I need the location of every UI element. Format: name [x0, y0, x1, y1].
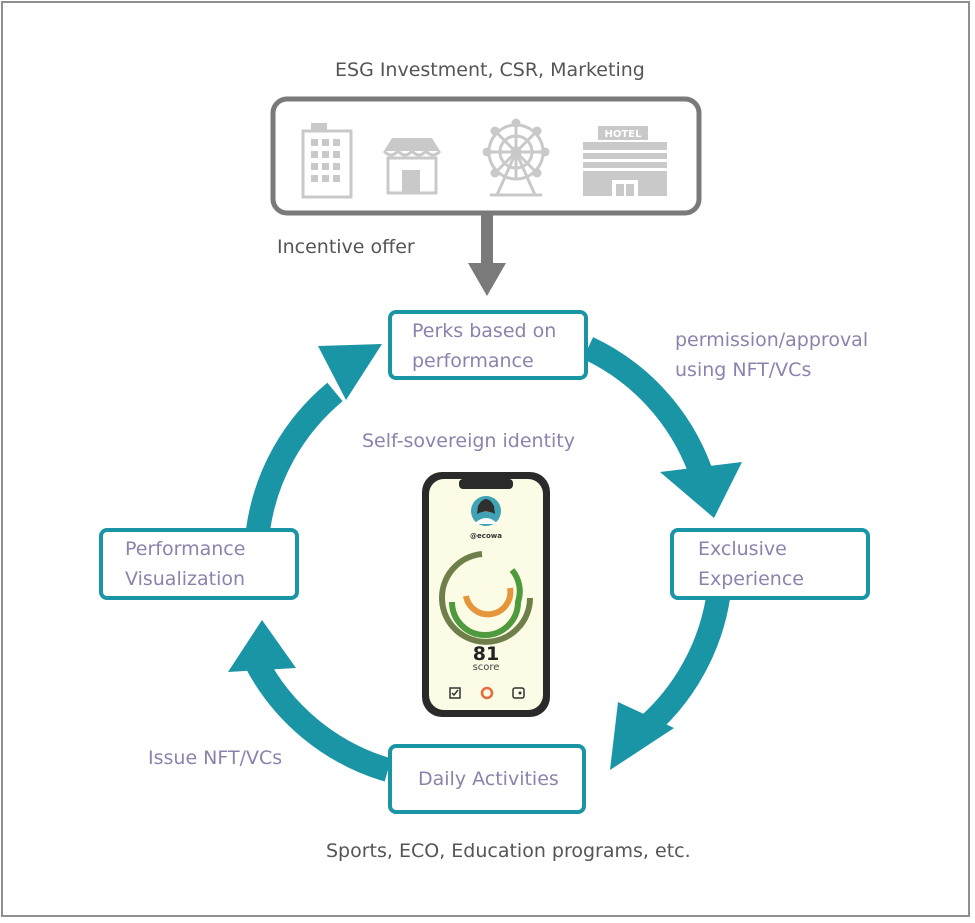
phone-username: @ecowa: [470, 532, 502, 540]
arrowhead-exclusive: [660, 462, 742, 518]
node-perks-line2: performance: [412, 350, 534, 372]
bottom-label: Sports, ECO, Education programs, etc.: [326, 840, 691, 862]
center-label: Self-sovereign identity: [362, 430, 575, 452]
phone-score-value: 81: [472, 643, 500, 665]
permission-label-line2: using NFT/VCs: [675, 359, 812, 381]
node-exclusive-line1: Exclusive: [698, 538, 787, 560]
office-building-icon: [301, 123, 353, 199]
node-visualization-line2: Visualization: [125, 568, 246, 590]
node-exclusive-line2: Experience: [698, 568, 804, 590]
incentive-label: Incentive offer: [277, 236, 415, 258]
smartphone: @ecowa: [422, 472, 550, 717]
node-exclusive: Exclusive Experience: [670, 528, 870, 600]
incentive-arrow: [468, 215, 506, 296]
node-daily-line1: Daily Activities: [418, 768, 559, 790]
node-visualization-line1: Performance: [125, 538, 246, 560]
node-visualization: Performance Visualization: [99, 528, 299, 600]
cycle-arrows: [244, 337, 730, 782]
arc-daily-to-visualization: [244, 654, 392, 782]
avatar: [471, 496, 501, 526]
permission-label-line1: permission/approval: [675, 329, 869, 351]
donut-chart-icon[interactable]: [480, 686, 494, 700]
node-perks: Perks based on performance: [388, 310, 588, 380]
node-perks-line1: Perks based on: [412, 320, 557, 342]
arrowhead-daily: [610, 702, 674, 770]
node-daily: Daily Activities: [388, 744, 586, 814]
sponsor-title: ESG Investment, CSR, Marketing: [335, 59, 645, 81]
phone-screen: [429, 479, 543, 710]
hotel-icon: HOTEL: [583, 126, 667, 196]
storefront-icon: [382, 138, 442, 195]
checklist-icon[interactable]: [449, 687, 461, 699]
issue-label: Issue NFT/VCs: [148, 747, 283, 769]
arc-perks-to-exclusive: [582, 337, 712, 475]
ferris-wheel-icon: [482, 118, 550, 197]
arc-visualization-to-perks: [246, 382, 343, 532]
arrowhead-perks: [318, 344, 382, 400]
score-rings-icon: [439, 551, 533, 645]
phone-score-label: score: [472, 662, 500, 673]
wallet-icon[interactable]: [512, 687, 525, 699]
arrowhead-visualization: [228, 620, 296, 672]
hotel-sign-text: HOTEL: [605, 129, 643, 140]
